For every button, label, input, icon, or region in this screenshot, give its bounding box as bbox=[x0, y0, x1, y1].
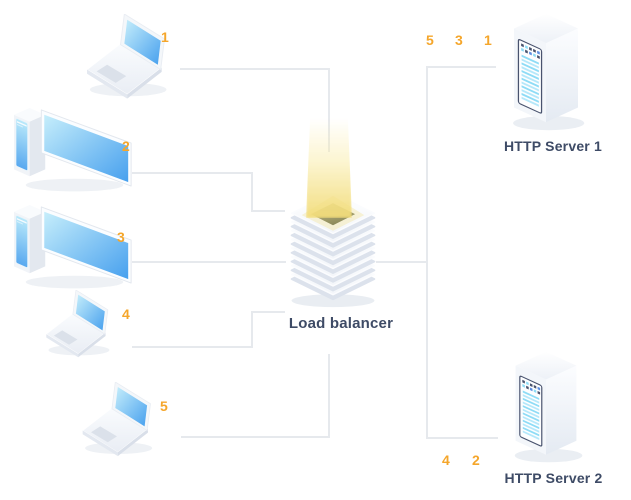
queued-request-number: 3 bbox=[455, 32, 464, 48]
client-request-number: 5 bbox=[160, 398, 169, 414]
connector-client5-v bbox=[328, 354, 330, 438]
queued-request-number: 1 bbox=[484, 32, 493, 48]
connector-client2-v bbox=[251, 172, 253, 212]
queued-request-number: 5 bbox=[426, 32, 435, 48]
connector-client1-v bbox=[328, 68, 330, 152]
server-icon bbox=[506, 12, 586, 132]
laptop-icon bbox=[44, 290, 120, 360]
server-icon bbox=[508, 350, 584, 464]
client-3: 3 bbox=[14, 197, 136, 290]
connector-client4-h2 bbox=[251, 311, 285, 313]
queued-request-number: 2 bbox=[472, 452, 481, 468]
connector-client4-h1 bbox=[132, 346, 253, 348]
client-1: 1 bbox=[84, 14, 180, 102]
connector-server1-h bbox=[426, 66, 496, 68]
queued-request-number: 4 bbox=[442, 452, 451, 468]
client-5: 5 bbox=[80, 382, 168, 459]
client-request-number: 1 bbox=[161, 29, 170, 45]
client-request-number: 4 bbox=[122, 306, 131, 322]
client-2: 2 bbox=[14, 100, 136, 193]
connector-client1-h bbox=[180, 68, 330, 70]
client-request-number: 2 bbox=[122, 138, 131, 154]
connector-client3-h bbox=[132, 261, 286, 263]
connector-client2-h2 bbox=[251, 210, 285, 212]
desktop-icon bbox=[14, 100, 136, 193]
server-bus-v bbox=[426, 66, 428, 439]
connector-server2-h bbox=[426, 437, 498, 439]
connector-client5-h bbox=[181, 436, 330, 438]
connector-client2-h1 bbox=[132, 172, 253, 174]
server2-label: HTTP Server 2 bbox=[504, 470, 603, 486]
load-balancer-beam bbox=[306, 118, 352, 218]
server1-label: HTTP Server 1 bbox=[503, 138, 603, 154]
laptop-icon bbox=[80, 382, 164, 459]
client-4: 4 bbox=[44, 290, 130, 360]
client-request-number: 3 bbox=[117, 229, 126, 245]
connector-client4-v bbox=[251, 311, 253, 348]
load-balancer-label: Load balancer bbox=[288, 315, 394, 332]
laptop-icon bbox=[84, 14, 180, 102]
connector-lb-to-bus bbox=[376, 261, 428, 263]
